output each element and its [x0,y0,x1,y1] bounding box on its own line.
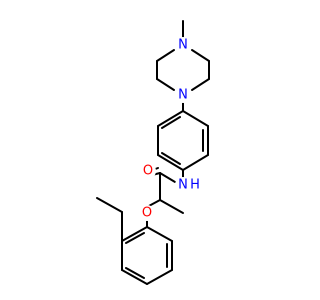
molecule-drawing: N N N H O O [96,20,210,285]
atom-n-piperazine-top: N [175,37,191,53]
bond-ring [121,226,148,242]
atom-label-o-ether: O [142,206,152,221]
structure-diagram: N N N H O O [96,20,210,285]
bond-ring [157,110,184,127]
bond-ring [146,226,173,242]
bond-ring [156,78,175,91]
atom-label-n-bottom: N [178,88,188,103]
bond-ring [191,78,210,91]
bond-n-carbonyl [159,172,176,183]
bond-ring [182,154,209,171]
bond-ring [146,269,173,285]
bond-ethyl [96,197,123,213]
atom-label-h-amide: H [190,178,200,193]
bond-ring [191,49,210,62]
atom-label-n-top: N [178,38,188,53]
bond-alpha-methyl [159,199,184,214]
bond-ring [182,110,209,127]
atom-label-o-carbonyl: O [143,164,153,179]
bond-aromatic-inner [125,267,145,279]
atom-label-n-amide: N [178,178,188,193]
atom-n-amide: N H [175,177,200,193]
atom-o-carbonyl: O [140,163,156,179]
atom-o-ether: O [139,205,155,221]
atom-labels: N N N H O O [139,37,200,221]
bond-aromatic-inner [161,116,181,129]
atom-n-piperazine-bottom: N [175,87,191,103]
bond-aromatic-inner [125,232,145,244]
bond-ring [156,49,175,62]
bond-ring [157,154,184,171]
bond-aromatic-inner [161,152,181,165]
bond-ring [121,269,148,285]
bond-lines [96,20,210,285]
